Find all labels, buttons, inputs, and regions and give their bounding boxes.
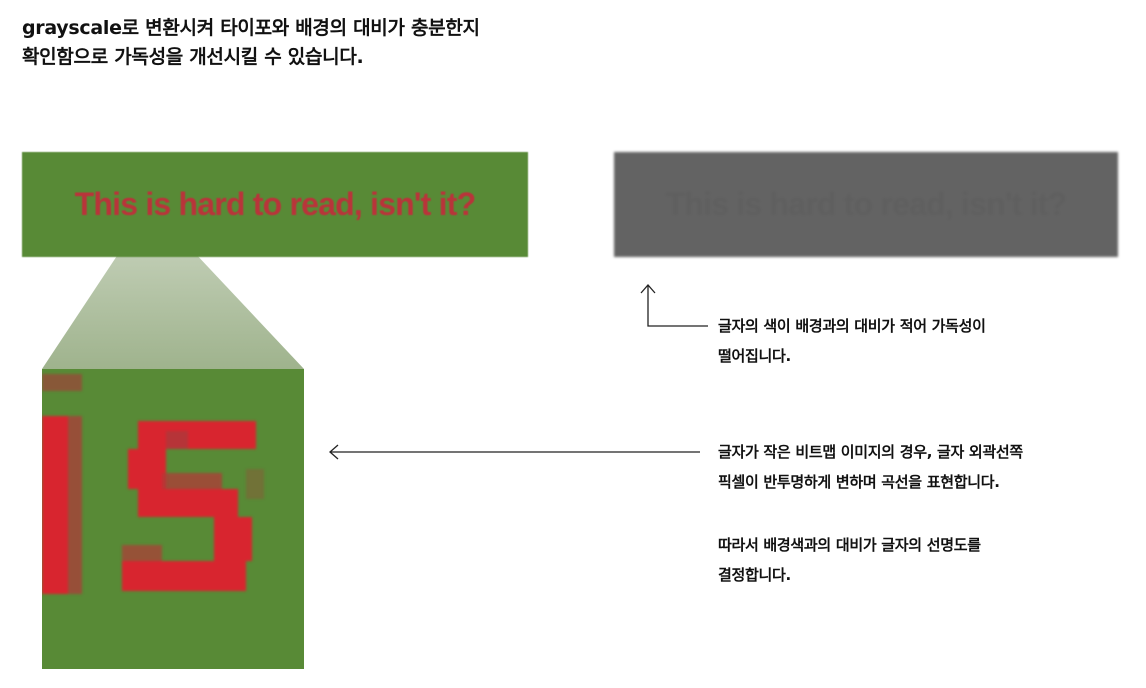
contrast-annotation-line-1: 글자의 색이 배경과의 대비가 적어 가독성이 bbox=[718, 317, 986, 335]
conclusion-annotation: 따라서 배경색과의 대비가 글자의 선명도를 결정합니다. bbox=[718, 530, 981, 590]
heading-line-2: 확인함으로 가독성을 개선시킬 수 있습니다. bbox=[22, 46, 364, 68]
left-arrow-head bbox=[329, 444, 339, 460]
bitmap-annotation: 글자가 작은 비트맵 이미지의 경우, 글자 외곽선쪽 픽셀이 반투명하게 변하… bbox=[718, 437, 1023, 497]
heading-line-1: grayscale로 변환시켜 타이포와 배경의 대비가 충분한지 bbox=[22, 17, 480, 39]
contrast-annotation-line-2: 떨어집니다. bbox=[718, 347, 791, 365]
bitmap-annotation-line-2: 픽셀이 반투명하게 변하며 곡선을 표현합니다. bbox=[718, 473, 1000, 491]
zoomed-pixel-view bbox=[42, 369, 304, 669]
page-heading: grayscale로 변환시켜 타이포와 배경의 대비가 충분한지 확인함으로 … bbox=[22, 14, 480, 72]
color-sample-text: This is hard to read, isn't it? bbox=[74, 186, 476, 222]
grayscale-sample-text: This is hard to read, isn't it? bbox=[665, 186, 1067, 222]
up-arrow-head bbox=[640, 284, 656, 294]
grayscale-sample: This is hard to read, isn't it? bbox=[614, 152, 1118, 257]
conclusion-annotation-line-1: 따라서 배경색과의 대비가 글자의 선명도를 bbox=[718, 536, 981, 554]
contrast-annotation: 글자의 색이 배경과의 대비가 적어 가독성이 떨어집니다. bbox=[718, 311, 986, 371]
contrast-connector-line bbox=[647, 286, 708, 327]
conclusion-annotation-line-2: 결정합니다. bbox=[718, 566, 791, 584]
bitmap-annotation-line-1: 글자가 작은 비트맵 이미지의 경우, 글자 외곽선쪽 bbox=[718, 443, 1023, 461]
low-contrast-color-sample: This is hard to read, isn't it? bbox=[22, 152, 528, 257]
